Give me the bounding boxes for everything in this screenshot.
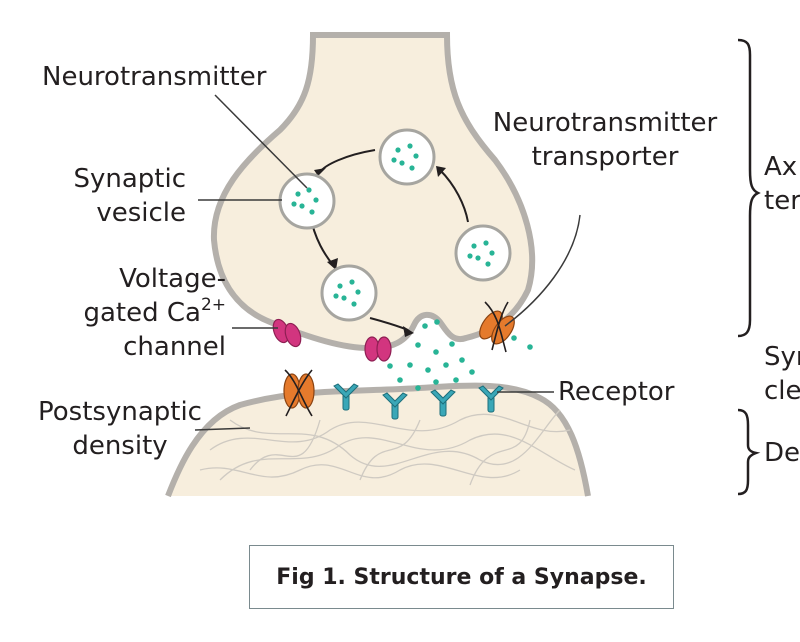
- arrowheads: [314, 166, 446, 337]
- released-neurotransmitter: [387, 319, 533, 391]
- label-neurotransmitter: Neurotransmitter: [42, 62, 267, 92]
- dendrite-membrane: [165, 382, 591, 498]
- receptor-3: [430, 389, 456, 417]
- label-voltage-gated-channel: Voltage- gated Ca2+ channel: [40, 262, 226, 364]
- right-braces: [737, 38, 761, 496]
- vesicle-bottom: [320, 264, 378, 322]
- figure-caption: Fig 1. Structure of a Synapse.: [276, 564, 647, 590]
- receptor-2: [382, 392, 408, 420]
- leader-density: [194, 427, 251, 431]
- axon-terminal-shape: [210, 32, 536, 352]
- vesicle-left: [278, 172, 336, 230]
- vesicle-dots: [291, 143, 495, 307]
- label-neurotransmitter-transporter: Neurotransmitter transporter: [470, 106, 740, 174]
- vesicle-right: [454, 224, 512, 282]
- label-voltage-gated-line2: gated Ca2+: [40, 296, 226, 330]
- leader-lines: [194, 94, 581, 431]
- label-synaptic-cleft-line2: cle: [764, 376, 800, 406]
- label-synaptic-cleft: Syr cle: [764, 340, 800, 408]
- transporter-postsynaptic: [283, 369, 315, 417]
- dendrite-shape: [168, 385, 588, 496]
- synaptic-vesicles: [278, 128, 512, 322]
- label-transporter-line2: transporter: [531, 142, 679, 172]
- figure-caption-box: Fig 1. Structure of a Synapse.: [249, 545, 674, 609]
- receptor-4: [478, 385, 504, 413]
- label-dendrite: De: [764, 438, 800, 468]
- vesicle-top: [378, 128, 436, 186]
- label-voltage-gated-line1: Voltage-: [119, 264, 226, 294]
- label-synaptic-vesicle-line1: Synaptic: [73, 164, 186, 194]
- label-axon-terminal-line2: ter: [764, 186, 800, 216]
- label-receptor: Receptor: [558, 377, 675, 407]
- label-voltage-gated-ca: gated Ca: [83, 298, 201, 328]
- label-synaptic-vesicle: Synaptic vesicle: [60, 162, 186, 230]
- label-synaptic-cleft-line1: Syr: [764, 342, 800, 372]
- label-postsynaptic-density: Postsynaptic density: [30, 395, 210, 463]
- leader-transporter: [504, 214, 581, 327]
- label-transporter-line1: Neurotransmitter: [492, 108, 718, 138]
- label-calcium-charge: 2+: [200, 295, 226, 315]
- label-axon-terminal-line1: Ax: [764, 152, 798, 182]
- label-postsynaptic-density-line2: density: [72, 431, 168, 461]
- receptor-1: [333, 383, 359, 411]
- brace-dendrite: [737, 408, 761, 496]
- label-synaptic-vesicle-line2: vesicle: [96, 198, 186, 228]
- calcium-channels: [272, 318, 392, 362]
- label-postsynaptic-density-line1: Postsynaptic: [38, 397, 202, 427]
- postsynaptic-density-filaments: [199, 409, 576, 486]
- brace-axon-terminal: [737, 38, 761, 338]
- receptors: [333, 383, 504, 420]
- label-axon-terminal: Ax ter: [764, 150, 800, 218]
- label-voltage-gated-line3: channel: [123, 332, 226, 362]
- leader-neurotransmitter: [214, 94, 308, 189]
